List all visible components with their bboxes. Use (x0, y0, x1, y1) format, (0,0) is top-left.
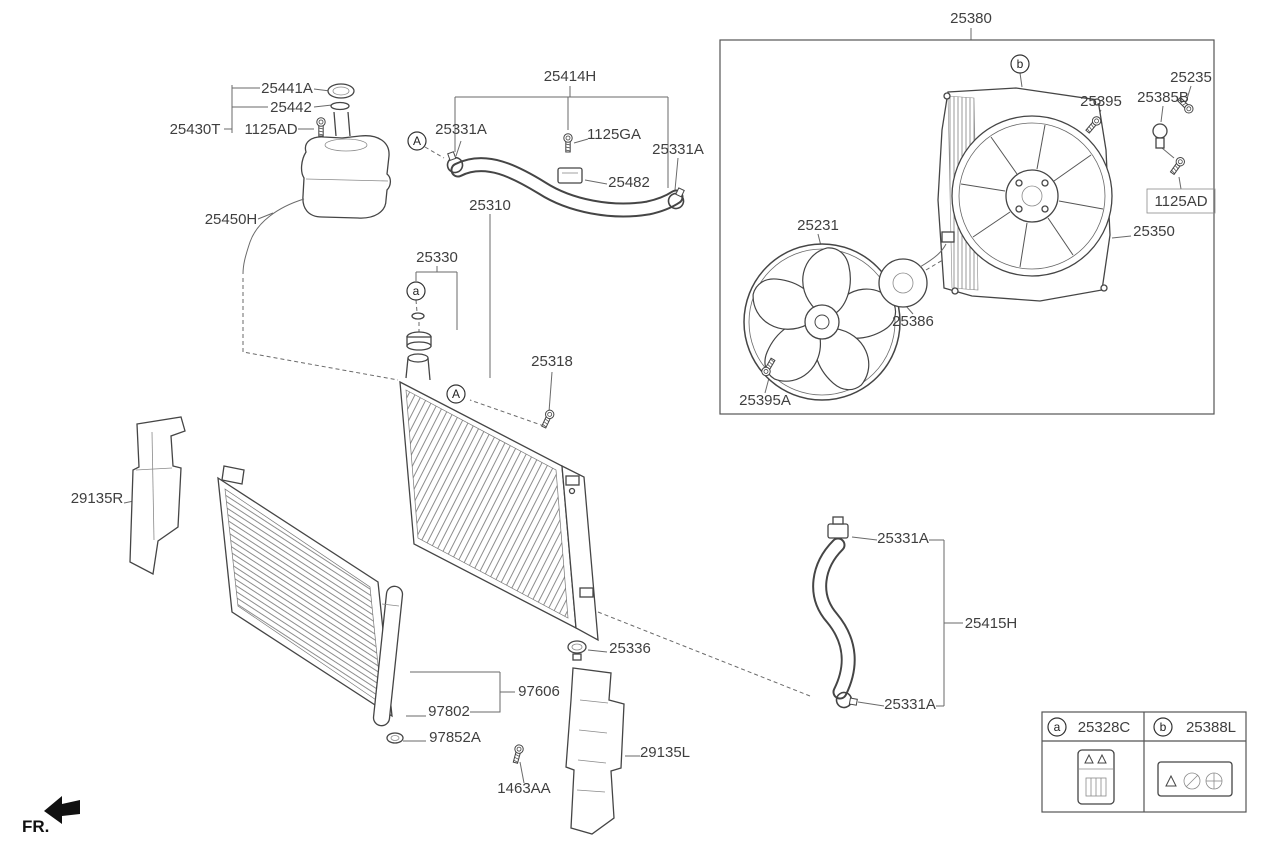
marker-a-cap: a (413, 284, 420, 298)
fan-motor-part (878, 258, 928, 308)
radiator-group (399, 312, 599, 661)
lower-hose-connector-part (827, 523, 849, 539)
part-label-cap-packing[interactable]: 25442 (270, 99, 312, 116)
callout-lines (123, 28, 1192, 784)
air-guard-left-group (565, 667, 625, 835)
bolt-label-frame (1146, 188, 1216, 214)
part-label-screw-guard[interactable]: 1463AA (497, 780, 550, 797)
guard-screw-icon (510, 743, 525, 765)
part-label-bolt-shroud[interactable]: 1125AD (1154, 193, 1207, 210)
part-label-radiator[interactable]: 25310 (469, 197, 511, 214)
part-label-bolt-hose[interactable]: 1125GA (587, 126, 641, 143)
air-guard-right-part (129, 416, 186, 575)
cooling-fan-part (742, 241, 901, 401)
legend-a-letter: a (1054, 720, 1061, 734)
legend-b-letter: b (1160, 720, 1167, 734)
reservoir-tank-part (300, 135, 392, 219)
reservoir-bolt-icon (316, 117, 326, 137)
receiver-drier-part (372, 585, 404, 727)
sensor-part (1152, 123, 1168, 139)
fan-caution-label-icon (1157, 761, 1233, 797)
part-label-grommet[interactable]: 97852A (429, 729, 481, 746)
front-label: FR. (22, 817, 49, 836)
hose-clip-part (557, 167, 583, 184)
part-label-fan-blade[interactable]: 25231 (797, 217, 839, 234)
legend-b-code[interactable]: 25388L (1186, 719, 1236, 736)
coolant-warning-label-icon (1077, 749, 1115, 805)
shroud-motor-mount (1005, 169, 1059, 223)
part-label-bolt-fan[interactable]: 25395 (1080, 93, 1122, 110)
condenser-group (217, 465, 525, 765)
marker-A-upper: A (413, 134, 421, 148)
part-label-clamp-upper-a[interactable]: 25331A (435, 121, 487, 138)
fan-assembly-group (719, 39, 1216, 415)
part-label-reservoir-cap[interactable]: 25441A (261, 80, 313, 97)
air-guard-left-part (565, 667, 625, 835)
part-label-clamp-lower-a[interactable]: 25331A (877, 530, 929, 547)
part-label-fan-motor[interactable]: 25386 (892, 313, 934, 330)
legend-b-marker (1153, 717, 1173, 737)
part-label-overflow-hose[interactable]: 25450H (205, 211, 258, 228)
condenser-bracket-part (221, 465, 245, 485)
hose-bolt-icon (563, 133, 573, 153)
part-label-condenser[interactable]: 97802 (428, 703, 470, 720)
marker-A-radiator: A (452, 387, 460, 401)
drain-plug-part (567, 640, 587, 654)
part-label-upper-hose-assy[interactable]: 25414H (544, 68, 597, 85)
cap-packing-part (330, 101, 350, 111)
part-label-hose-clip[interactable]: 25482 (608, 174, 650, 191)
air-guard-right-group (129, 416, 186, 575)
part-label-nut[interactable]: 25235 (1170, 69, 1212, 86)
shroud-mount-bolt-icon (1168, 155, 1187, 177)
view-markers: A A a b (406, 54, 1030, 404)
lower-hose-group (812, 516, 859, 711)
reservoir-tank-group (242, 83, 392, 275)
part-label-bolt-reservoir[interactable]: 1125AD (244, 121, 297, 138)
motor-connector-part (941, 231, 955, 243)
part-label-reservoir-tank[interactable]: 25430T (170, 121, 221, 138)
bracket-bolt-icon (539, 408, 556, 430)
reservoir-cap-part (327, 83, 355, 99)
upper-hose-group (442, 133, 690, 218)
front-direction-group: FR. (22, 796, 80, 836)
part-label-fan-shroud[interactable]: 25350 (1133, 223, 1175, 240)
part-label-fan-assembly[interactable]: 25380 (950, 10, 992, 27)
part-labels: 25380 25414H 25441A 25442 25430T 1125AD … (71, 10, 1212, 797)
part-label-air-guard-l[interactable]: 29135L (640, 744, 690, 761)
part-label-air-guard-r[interactable]: 29135R (71, 490, 124, 507)
part-label-radiator-cap[interactable]: 25330 (416, 249, 458, 266)
part-label-condenser-assy[interactable]: 97606 (518, 683, 560, 700)
part-label-drain-plug[interactable]: 25336 (609, 640, 651, 657)
marker-b-shroud: b (1017, 57, 1024, 71)
part-label-screw-fan[interactable]: 25395A (739, 392, 791, 409)
front-arrow-icon (44, 796, 80, 824)
legend-table: a 25328C b 25388L (1041, 711, 1247, 813)
overflow-hose-part (242, 198, 305, 275)
legend-a-marker (1047, 717, 1067, 737)
part-label-clamp-upper-b[interactable]: 25331A (652, 141, 704, 158)
part-label-clamp-lower-b[interactable]: 25331A (884, 696, 936, 713)
filler-neck-part (407, 353, 429, 363)
part-label-lower-hose[interactable]: 25415H (965, 615, 1018, 632)
cap-seal-part (411, 312, 425, 320)
legend-a-code[interactable]: 25328C (1078, 719, 1131, 736)
grommet-part (386, 732, 404, 744)
radiator-bracket-part (565, 475, 580, 486)
part-label-bracket[interactable]: 25318 (531, 353, 573, 370)
part-label-sensor[interactable]: 25385B (1137, 89, 1189, 106)
fan-assembly-frame (719, 39, 1215, 415)
